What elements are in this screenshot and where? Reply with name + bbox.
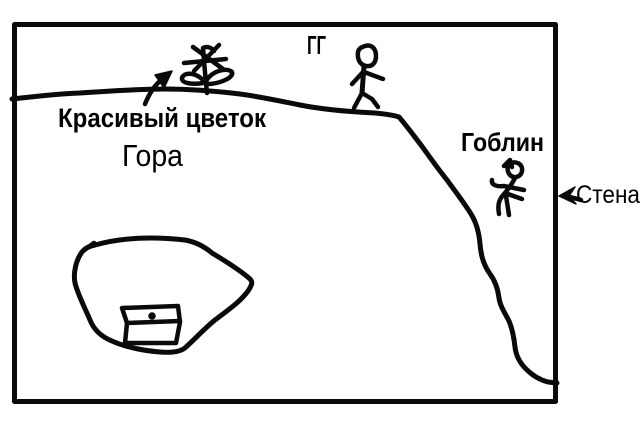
goblin-arms	[489, 177, 527, 193]
chest-icon	[119, 303, 183, 346]
hero-arm-left	[349, 69, 366, 87]
goblin-head	[505, 160, 525, 180]
wall-arrow-head	[558, 186, 577, 205]
chest-lock-dot	[148, 312, 156, 320]
hero-head	[355, 43, 379, 69]
cave-outline	[71, 235, 255, 355]
chest-lid-line	[124, 318, 183, 326]
flower-leaf-right	[203, 67, 235, 87]
goblin-stick-figure	[489, 157, 527, 218]
wall-label: Стена	[576, 181, 640, 209]
goblin-label: Гоблин	[461, 127, 544, 157]
hero-stick-figure	[349, 43, 386, 111]
hero-leg-left	[351, 90, 365, 111]
hero-leg-right	[359, 90, 381, 110]
flower-label: Красивый цветок	[58, 103, 266, 133]
mountain-label: Гора	[122, 138, 184, 173]
goblin-leg-middle	[503, 193, 512, 218]
cave-hook	[80, 240, 97, 254]
goblin-leg-right	[502, 190, 525, 202]
flower-arrow-icon	[142, 70, 173, 107]
flower-branch-diag2	[191, 42, 222, 74]
hero-label: ГГ	[307, 30, 326, 60]
flower-icon	[179, 42, 235, 96]
flower-arrow-head	[154, 70, 173, 89]
flower-leaf-left	[179, 71, 206, 87]
ground-line	[9, 86, 402, 120]
wall-arrow-icon	[558, 186, 584, 205]
frame-border	[12, 22, 558, 404]
cave-blob	[71, 235, 255, 355]
hero-arm-right	[361, 69, 386, 82]
cliff-line	[396, 114, 560, 386]
